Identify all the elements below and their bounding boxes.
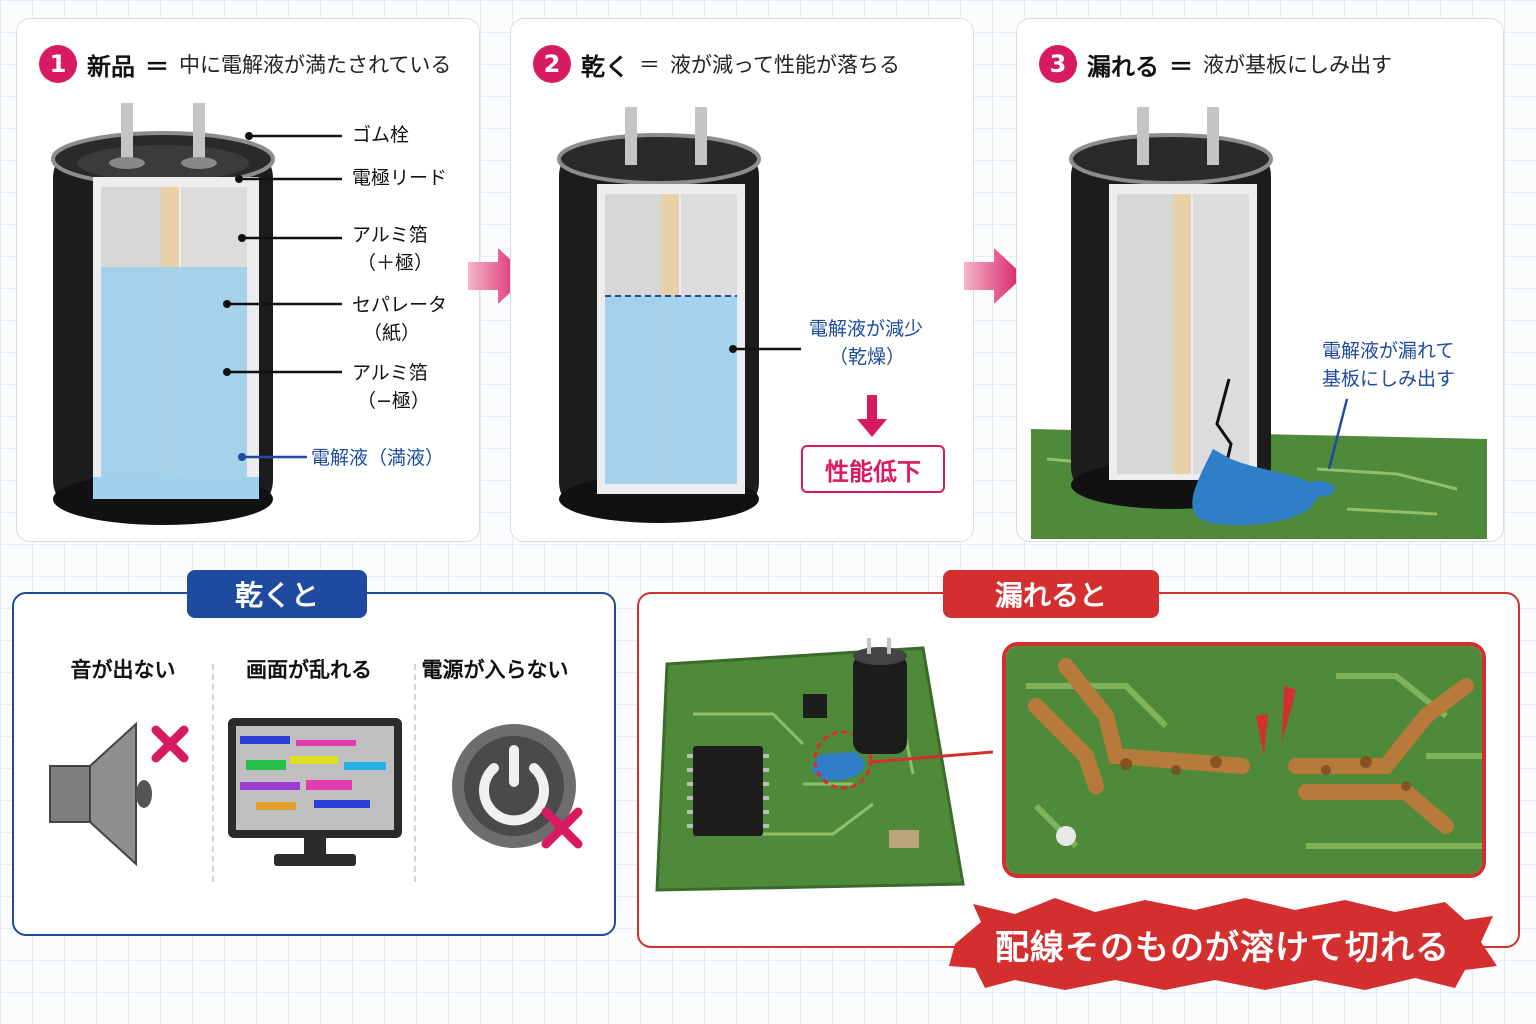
equals-sign: ＝ [1169, 52, 1193, 81]
label-electrolyte-full: 電解液（満液） [311, 447, 445, 469]
capacitor-cutaway-leaking [1031, 107, 1487, 539]
dry-effects-box: 乾くと 音が出ない 画面が乱れる 電源が入らない [12, 570, 616, 936]
label-dried: （乾燥） [829, 346, 906, 368]
right-arrow-icon [964, 248, 1024, 304]
speaker-muted-icon [49, 721, 189, 867]
circuit-board-illustration [655, 638, 993, 892]
power-fail-icon [452, 724, 583, 849]
headline-text: 配線そのものが溶けて切れる [995, 928, 1450, 968]
label-separator-sub: （紙） [363, 322, 421, 344]
label-seeps-into-board: 基板にしみ出す [1322, 368, 1456, 390]
performance-drop-badge: 性能低下 [801, 445, 945, 493]
step-description: 中に電解液が満たされている [179, 53, 452, 77]
equals-sign: ＝ [145, 52, 169, 81]
symptom-screen-glitch-label: 画面が乱れる [246, 658, 372, 682]
step-description: 液が基板にしみ出す [1203, 53, 1392, 77]
capacitor-cutaway-dry [557, 107, 887, 523]
divider [414, 664, 416, 882]
label-foil-positive-sub: （＋極） [357, 252, 434, 274]
label-rubber-plug: ゴム栓 [352, 124, 410, 146]
corroded-trace-illustration [1006, 646, 1482, 874]
panel-new: 1 新品 ＝ 中に電解液が満たされている ゴム栓 電極リード アルミ箔 （＋極） [16, 18, 480, 542]
glitched-monitor-icon [228, 718, 402, 866]
step-title: 新品 [87, 52, 135, 81]
step-number: 3 [1039, 45, 1077, 83]
panel-title: 1 新品 ＝ 中に電解液が満たされている [39, 45, 451, 83]
panel-title: 2 乾く ＝ 液が減って性能が落ちる [533, 45, 900, 83]
step-title: 乾く [581, 52, 629, 81]
step-number: 2 [533, 45, 571, 83]
label-foil-positive: アルミ箔 [352, 224, 428, 246]
label-electrolyte-decreased: 電解液が減少 [809, 318, 924, 340]
panel-leak: 3 漏れる ＝ 液が基板にしみ出す 電解液が漏れて 基板にしみ出す [1016, 18, 1504, 542]
label-foil-negative: アルミ箔 [352, 362, 428, 384]
symptom-no-sound-label: 音が出ない [70, 658, 176, 682]
label-lead: 電極リード [352, 167, 448, 189]
step-number: 1 [39, 45, 77, 83]
equals-sign: ＝ [639, 53, 660, 77]
corroded-trace-closeup [1002, 642, 1486, 878]
label-separator: セパレータ [352, 294, 448, 316]
label-foil-negative-sub: （−極） [357, 390, 430, 412]
leak-effects-box: 漏れると [637, 570, 1520, 948]
step-description: 液が減って性能が落ちる [670, 53, 900, 77]
headline-burst: 配線そのものが溶けて切れる [945, 896, 1500, 992]
leak-effects-title: 漏れると [943, 570, 1159, 618]
burst-shape [949, 898, 1497, 990]
panel-title: 3 漏れる ＝ 液が基板にしみ出す [1039, 45, 1392, 83]
capacitor-cutaway-full [51, 103, 342, 525]
divider [212, 664, 214, 882]
step-title: 漏れる [1087, 52, 1159, 81]
panel-dry: 2 乾く ＝ 液が減って性能が落ちる 電解液が減少 （乾燥） 性能低下 [510, 18, 974, 542]
symptom-no-power-label: 電源が入らない [421, 658, 569, 682]
label-electrolyte-leaked: 電解液が漏れて [1322, 340, 1455, 362]
dry-effects-title: 乾くと [187, 570, 367, 618]
